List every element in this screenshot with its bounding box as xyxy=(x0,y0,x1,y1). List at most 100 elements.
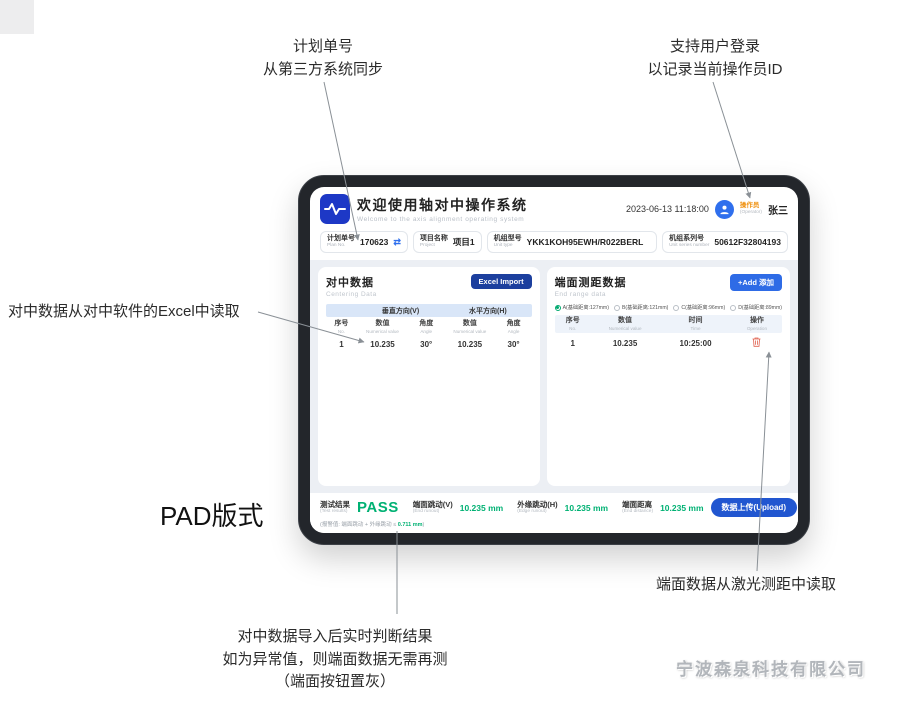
centering-card-head: 对中数据 Centering Data Excel Import xyxy=(326,274,532,298)
sync-icon[interactable]: ⇄ xyxy=(393,236,401,247)
alarm-note-value: 0.711 mm xyxy=(397,522,423,528)
col-no-en: No. xyxy=(337,328,345,334)
alarm-note-prefix: (报警值: 端面跳动 + 外缘跳动 ≤ xyxy=(320,522,398,528)
field-unit-serial-value: 50612F32804193 xyxy=(714,237,781,248)
radio-a-label: A(基础距离:127mm) xyxy=(562,305,609,312)
edge-runout-label-zh: 外缘跳动(H) xyxy=(517,500,558,510)
excel-import-button[interactable]: Excel Import xyxy=(470,274,532,290)
annotation-login: 支持用户登录 以记录当前操作员ID xyxy=(622,36,808,81)
radio-c-dot xyxy=(673,304,680,311)
col-no-zh: 序号 xyxy=(334,320,349,328)
col-no: 序号 No. xyxy=(326,320,357,334)
end-distance-label-zh: 端面距离 xyxy=(622,500,653,510)
er-col-time-zh: 时间 xyxy=(688,317,703,325)
end-distance-label-en: (End distance) xyxy=(622,509,654,515)
er-col-value-zh: 数值 xyxy=(618,317,633,325)
tablet-frame: 欢迎使用轴对中操作系统 Welcome to the axis alignmen… xyxy=(298,175,810,545)
radio-b[interactable]: B(基础距离:121mm) xyxy=(613,304,668,311)
annotation-login-line1: 支持用户登录 xyxy=(669,38,760,55)
radio-c-label: C(基础距离:96mm) xyxy=(681,305,726,312)
alarm-threshold-note: (报警值: 端面跳动 + 外缘跳动 ≤ 0.711 mm) xyxy=(320,520,788,528)
group-header-vertical: 垂直方向(V) xyxy=(381,307,420,315)
field-unit-type-value: YKK1KOH95EWH/R022BERL xyxy=(526,237,644,248)
field-project-label-zh: 项目名称 xyxy=(419,235,448,242)
centering-data-card: 对中数据 Centering Data Excel Import 垂直方向(V)… xyxy=(318,267,540,486)
result-label-zh: 测试结果 xyxy=(320,500,350,510)
centering-title: 对中数据 xyxy=(326,277,374,290)
er-col-no-en: No. xyxy=(569,325,577,331)
annotation-result-line1: 对中数据导入后实时判断结果 xyxy=(237,628,433,645)
operator-role-en: (Operator) xyxy=(739,210,762,216)
annotation-result-line2: 如为异常值，则端面数据无需再测 xyxy=(222,650,448,668)
annotation-result-note: 对中数据导入后实时判断结果 如为异常值，则端面数据无需再测 （端面按钮置灰） xyxy=(185,626,485,694)
radio-d[interactable]: D(基础距离:89mm) xyxy=(730,304,782,311)
end-distance-value: 10.235 mm xyxy=(660,502,704,513)
centering-title-block: 对中数据 Centering Data xyxy=(326,274,377,298)
base-distance-radios: A(基础距离:127mm) B(基础距离:121mm) C(基础距离:96mm) xyxy=(554,304,782,312)
radio-a[interactable]: A(基础距离:127mm) xyxy=(554,304,609,312)
field-unit-serial: 机组系列号 Unit series number 50612F32804193 xyxy=(662,231,788,254)
col-angle-h: 角度 Angle xyxy=(496,320,532,334)
operator-role: 操作员 (Operator) xyxy=(740,202,762,216)
app-title: 欢迎使用轴对中操作系统 xyxy=(357,197,528,213)
radio-c[interactable]: C(基础距离:96mm) xyxy=(673,304,725,311)
annotation-excel-note: 对中数据从对中软件的Excel中读取 xyxy=(8,303,240,320)
alarm-note-suffix: ) xyxy=(422,522,425,528)
annotation-login-line2: 以记录当前操作员ID xyxy=(647,60,783,78)
field-unit-type: 机组型号 Unit type YKK1KOH95EWH/R022BERL xyxy=(486,231,658,254)
col-angle-h-zh: 角度 xyxy=(506,320,521,328)
col-value-h-en: Numerical value xyxy=(453,328,487,334)
field-project-label: 项目名称 Project xyxy=(420,235,448,249)
er-col-operation-zh: 操作 xyxy=(749,317,764,325)
trash-icon[interactable] xyxy=(752,337,761,347)
logo-wave-icon xyxy=(324,203,346,215)
user-icon xyxy=(720,205,729,214)
er-col-operation: 操作 Operation xyxy=(732,317,782,331)
group-header-horizontal: 水平方向(H) xyxy=(469,307,507,315)
centering-cell-angle-v: 30° xyxy=(420,340,433,350)
result-label: 测试结果 (Test results) xyxy=(320,500,350,515)
edge-runout-label-en: (Edge runout) xyxy=(517,509,547,515)
radio-b-dot xyxy=(613,304,620,311)
tablet-screen: 欢迎使用轴对中操作系统 Welcome to the axis alignmen… xyxy=(310,187,798,533)
end-runout-label: 端面跳动(V) (End runout) xyxy=(413,500,453,515)
app-subtitle: Welcome to the axis alignment operating … xyxy=(357,216,525,223)
datetime: 2023-06-13 11:18:00 xyxy=(625,204,709,214)
end-runout-value: 10.235 mm xyxy=(459,502,504,513)
field-unit-serial-label: 机组系列号 Unit series number xyxy=(669,235,709,249)
header-right: 2023-06-13 11:18:00 操作员 (Operator) 张三 xyxy=(625,199,788,219)
centering-table-row: 1 10.235 30° 10.235 30° xyxy=(326,336,532,353)
er-col-time-en: Time xyxy=(690,325,701,331)
field-unit-type-label-zh: 机组型号 xyxy=(493,235,522,242)
result-footer: 测试结果 (Test results) PASS 端面跳动(V) (End ru… xyxy=(310,493,798,533)
centering-group-header: 垂直方向(V) 水平方向(H) xyxy=(326,304,532,318)
centering-cell-value-h: 10.235 xyxy=(457,340,483,350)
annotation-plan-sync-line2: 从第三方系统同步 xyxy=(262,60,383,78)
end-range-card: 端面测距数据 End range data +Add 添加 A(基础距离:127… xyxy=(546,267,790,486)
annotation-plan-sync: 计划单号 从第三方系统同步 xyxy=(237,36,409,81)
field-plan-no-label: 计划单号 Plan No. xyxy=(327,235,355,249)
field-project: 项目名称 Project 项目1 xyxy=(412,231,482,254)
col-value-h: 数值 Numerical value xyxy=(444,320,495,334)
edge-runout-label: 外缘跳动(H) (Edge runout) xyxy=(517,500,557,515)
avatar[interactable] xyxy=(714,199,734,219)
field-unit-type-label: 机组型号 Unit type xyxy=(494,235,522,249)
app-logo xyxy=(320,194,350,224)
radio-d-dot xyxy=(730,304,737,311)
upload-button[interactable]: 数据上传(Upload) xyxy=(710,498,797,517)
col-value-v-en: Numerical value xyxy=(366,328,399,334)
er-col-operation-en: Operation xyxy=(746,325,768,331)
add-button[interactable]: +Add 添加 xyxy=(729,274,782,292)
main-area: 对中数据 Centering Data Excel Import 垂直方向(V)… xyxy=(310,260,798,493)
annotation-laser-note: 端面数据从激光测距中读取 xyxy=(656,576,837,593)
er-col-no-zh: 序号 xyxy=(565,317,580,325)
col-angle-v-zh: 角度 xyxy=(419,320,434,328)
er-col-value: 数值 Numerical value xyxy=(591,317,659,331)
end-range-card-head: 端面测距数据 End range data +Add 添加 xyxy=(555,274,782,298)
er-col-no: 序号 No. xyxy=(555,317,591,331)
end-range-title: 端面测距数据 xyxy=(554,277,627,290)
edge-runout-value: 10.235 mm xyxy=(564,502,609,513)
end-runout-label-zh: 端面跳动(V) xyxy=(412,500,453,510)
er-cell-no: 1 xyxy=(570,338,575,348)
